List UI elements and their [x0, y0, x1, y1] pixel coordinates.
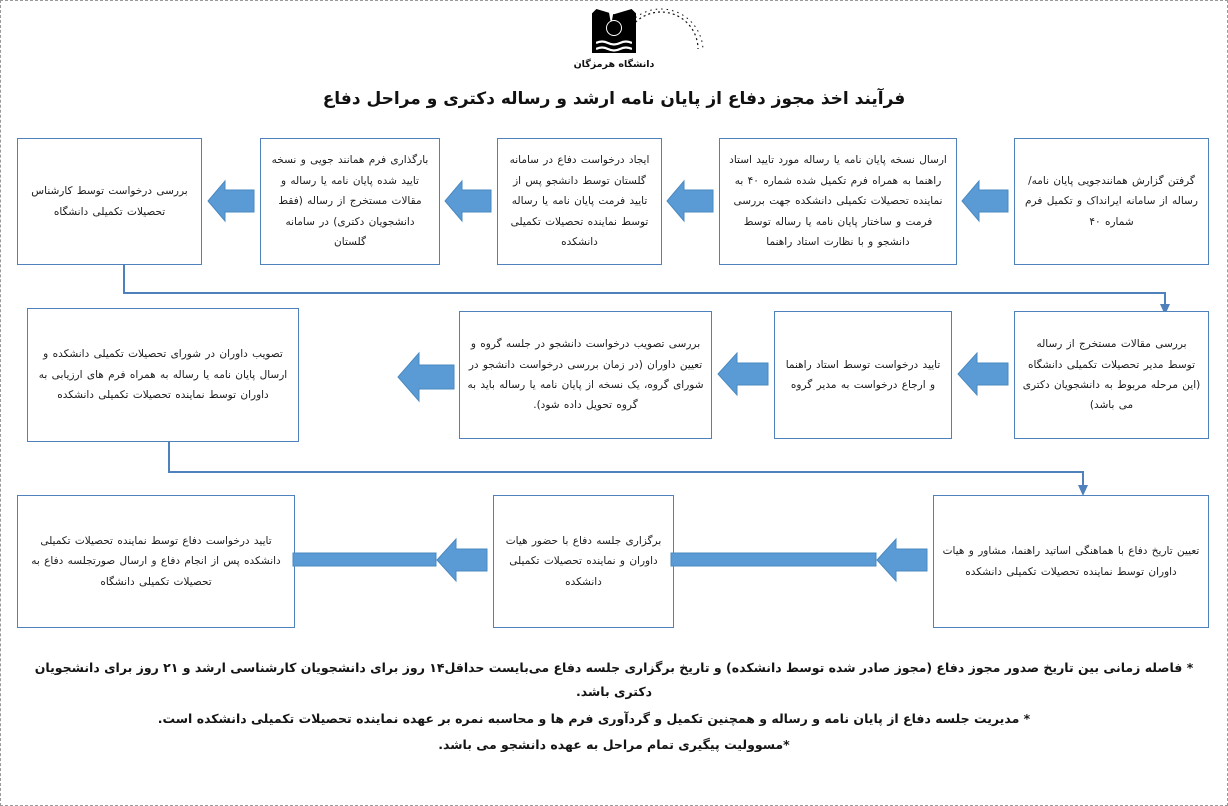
connector-row2-to-row3 [166, 442, 1176, 496]
flow-step-4-text: بارگذاری فرم همانند جویی و نسخه تایید شد… [271, 154, 429, 249]
flow-step-10[interactable]: تعیین تاریخ دفاع با هماهنگی اساتید راهنم… [933, 495, 1209, 628]
flow-step-9[interactable]: تصویب داوران در شورای تحصیلات تکمیلی دان… [27, 308, 299, 442]
connector-step11-to-step10 [670, 552, 877, 567]
note-2: * مدیریت جلسه دفاع از پایان نامه و رساله… [157, 710, 1031, 726]
flow-step-12[interactable]: تایید درخواست دفاع توسط نماینده تحصیلات … [17, 495, 295, 628]
arrow-step6-to-step7 [957, 351, 1009, 397]
flow-step-7[interactable]: تایید درخواست توسط استاد راهنما و ارجاع … [774, 311, 952, 439]
header-logo-area: دانشگاه هرمزگان [1, 3, 1227, 81]
flow-step-7-text: تایید درخواست توسط استاد راهنما و ارجاع … [785, 358, 941, 391]
logo-wave-icon [596, 40, 632, 52]
arrow-step2-to-step3 [666, 179, 714, 223]
arrow-step1-to-step2 [961, 179, 1009, 223]
arrow-step10-to-step11 [876, 537, 928, 583]
connector-row1-to-row2 [121, 265, 1181, 315]
note-1: * فاصله زمانی بین تاریخ صدور مجوز دفاع (… [34, 660, 1194, 700]
flow-step-5-text: بررسی درخواست توسط کارشناس تحصیلات تکمیل… [31, 185, 188, 218]
flow-step-9-text: تصویب داوران در شورای تحصیلات تکمیلی دان… [38, 348, 288, 402]
connector-step12-to-step11 [292, 552, 437, 567]
university-name: دانشگاه هرمزگان [573, 59, 655, 70]
flow-step-11[interactable]: برگزاری جلسه دفاع با حضور هیات داوران و … [493, 495, 674, 628]
flow-step-10-text: تعیین تاریخ دفاع با هماهنگی اساتید راهنم… [942, 545, 1200, 578]
flow-step-5[interactable]: بررسی درخواست توسط کارشناس تحصیلات تکمیل… [17, 138, 202, 265]
flow-step-6[interactable]: بررسی مقالات مستخرج از رساله توسط مدیر ت… [1014, 311, 1209, 439]
arrow-step4-to-step5 [207, 179, 255, 223]
flow-step-1[interactable]: گرفتن گزارش همانندجویی پایان نامه/ رساله… [1014, 138, 1209, 265]
logo-mark-icon [586, 5, 704, 57]
flow-step-2[interactable]: ارسال نسخه پایان نامه یا رساله مورد تایی… [719, 138, 957, 265]
flow-step-11-text: برگزاری جلسه دفاع با حضور هیات داوران و … [505, 534, 662, 588]
flow-step-1-text: گرفتن گزارش همانندجویی پایان نامه/ رساله… [1025, 174, 1198, 228]
arrow-step7-to-step8 [717, 351, 769, 397]
arrow-step3-to-step4 [444, 179, 492, 223]
arrow-step11-to-step12 [436, 537, 488, 583]
flow-step-8-text: بررسی تصویب درخواست دانشجو در جلسه گروه … [467, 338, 704, 412]
logo-book-notch [608, 9, 614, 25]
flow-step-2-text: ارسال نسخه پایان نامه یا رساله مورد تایی… [729, 154, 947, 249]
university-logo: دانشگاه هرمزگان [539, 5, 704, 79]
flow-step-3[interactable]: ایجاد درخواست دفاع در سامانه گلستان توسط… [497, 138, 662, 265]
flow-step-3-text: ایجاد درخواست دفاع در سامانه گلستان توسط… [509, 154, 650, 249]
page-title: فرآیند اخذ مجوز دفاع از پایان نامه ارشد … [322, 89, 906, 109]
flow-step-4[interactable]: بارگذاری فرم همانند جویی و نسخه تایید شد… [260, 138, 440, 265]
footer-notes: * فاصله زمانی بین تاریخ صدور مجوز دفاع (… [15, 656, 1213, 760]
flow-step-12-text: تایید درخواست دفاع توسط نماینده تحصیلات … [31, 534, 281, 588]
flow-step-6-text: بررسی مقالات مستخرج از رساله توسط مدیر ت… [1022, 338, 1201, 412]
arrow-step8-to-step9 [397, 351, 455, 403]
flow-step-8[interactable]: بررسی تصویب درخواست دانشجو در جلسه گروه … [459, 311, 712, 439]
note-3: *مسوولیت پیگیری تمام مراحل به عهده دانشج… [438, 737, 790, 753]
logo-circle-fill [607, 21, 621, 35]
